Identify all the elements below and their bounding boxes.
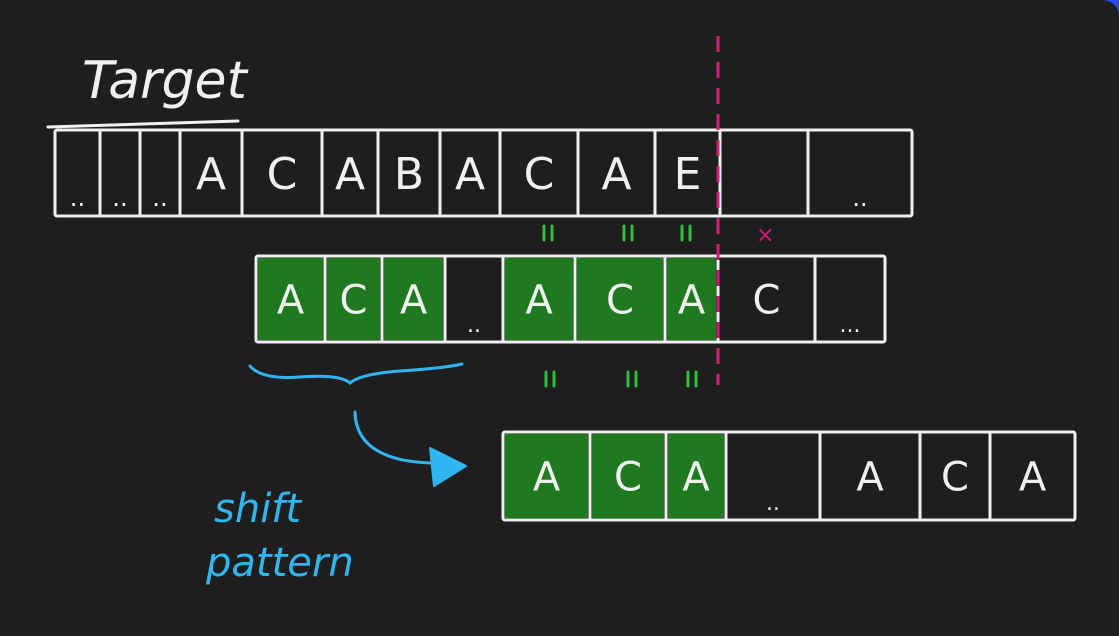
shifted-cell-fill-2 — [668, 434, 724, 518]
target-cell-12: .. — [852, 184, 867, 212]
pattern-cell-0: A — [277, 277, 305, 323]
pattern-cell-1: C — [340, 277, 368, 323]
match-marks-top — [542, 224, 692, 242]
pattern-cell-4: A — [525, 277, 553, 323]
pattern-cell-fill-6 — [667, 258, 716, 340]
pattern-cell-fill-5 — [577, 258, 663, 340]
pattern-cell-fill-0 — [258, 258, 323, 340]
shifted-cell-fill-0 — [505, 434, 588, 518]
mismatch-marker: × — [756, 223, 774, 248]
shifted-cell-fill-1 — [592, 434, 664, 518]
shift-label-line2: pattern — [205, 540, 354, 586]
target-cell-10: E — [674, 149, 702, 200]
target-cell-0: .. — [70, 184, 85, 212]
shift-label-line1: shift — [214, 486, 302, 532]
corner-accent — [1100, 0, 1119, 18]
target-cell-5: A — [335, 149, 365, 200]
pattern-cell-fill-4 — [505, 258, 573, 340]
shifted-cell-0: A — [533, 454, 561, 500]
target-cell-2: .. — [152, 184, 167, 212]
target-underline — [46, 119, 240, 129]
target-cell-1: .. — [112, 184, 127, 212]
shift-arrow — [353, 410, 432, 465]
match-marks-bottom — [544, 370, 698, 388]
shifted-cell-6: A — [1019, 454, 1047, 500]
target-label: Target — [82, 51, 249, 111]
pattern-cell-7: C — [753, 277, 781, 323]
shift-arrow-head — [429, 447, 467, 487]
shifted-cell-1: C — [614, 454, 642, 500]
shifted-cell-3: .. — [766, 491, 780, 516]
pattern-cell-8: ... — [840, 313, 861, 338]
target-cell-3: A — [196, 149, 226, 200]
target-outline — [53, 128, 914, 218]
pattern-cell-3: .. — [467, 313, 481, 338]
shifted-cell-4: A — [856, 454, 884, 500]
prefix-brace — [248, 362, 464, 386]
target-cell-9: A — [601, 149, 631, 200]
pattern-cell-fill-2 — [384, 258, 443, 340]
pattern-outline — [254, 254, 887, 344]
target-cell-6: B — [394, 149, 424, 200]
shifted-cell-2: A — [682, 454, 710, 500]
pattern-cell-6: A — [678, 277, 706, 323]
shifted-outline — [501, 430, 1077, 522]
pattern-cell-2: A — [400, 277, 428, 323]
pattern-cell-fill-1 — [327, 258, 380, 340]
pattern-cell-5: C — [606, 277, 634, 323]
target-cell-7: A — [455, 149, 485, 200]
target-cell-4: C — [267, 149, 298, 200]
target-cell-8: C — [524, 149, 555, 200]
shifted-cell-5: C — [941, 454, 969, 500]
